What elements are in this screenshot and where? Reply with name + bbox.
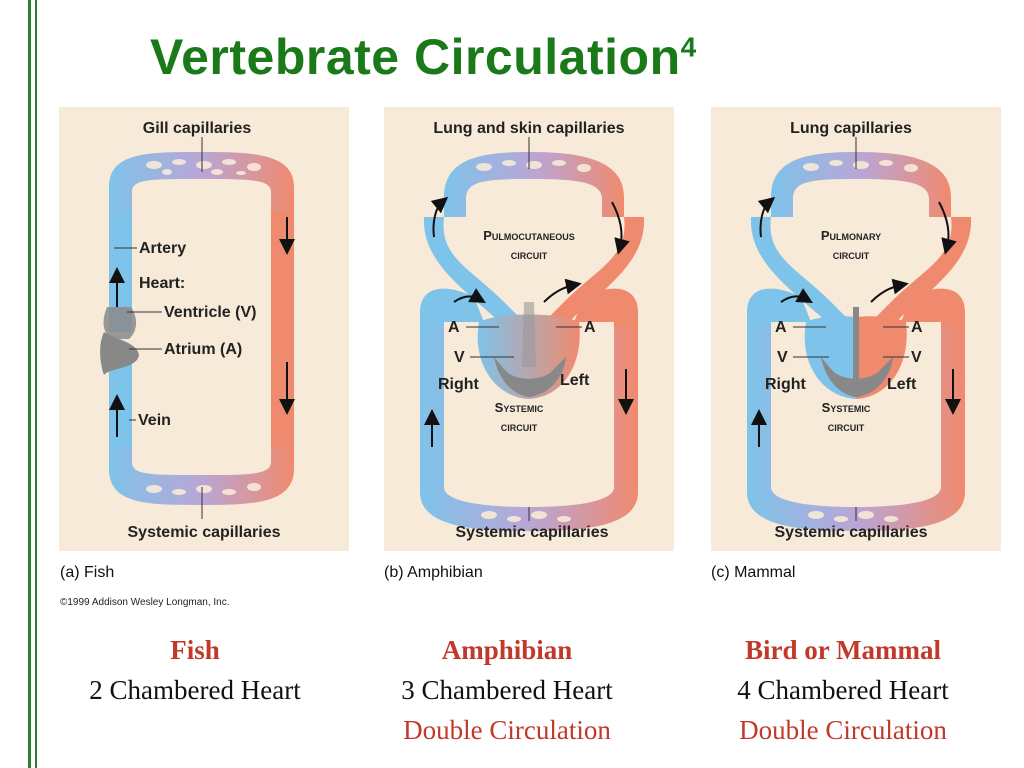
- label-heart: Heart:: [139, 275, 185, 292]
- label-left: Left: [887, 376, 917, 393]
- caption-amphibian-circulation: Double Circulation: [403, 715, 611, 745]
- label-circuit-bottom: circuit: [501, 419, 538, 434]
- label-circuit-top: circuit: [833, 247, 870, 262]
- label-artery: Artery: [139, 240, 186, 257]
- label-right: Right: [765, 376, 807, 393]
- label-systemic: Systemic: [495, 400, 544, 415]
- pulmocutaneous-artery: [549, 217, 645, 329]
- label-systemic-capillaries: Systemic capillaries: [128, 524, 281, 541]
- pulmonary-vein: [750, 217, 846, 329]
- left-border-line-outer: [28, 0, 31, 768]
- panel-label-fish: (a) Fish: [60, 564, 115, 581]
- label-atrium: Atrium (A): [164, 341, 242, 358]
- label-right: Right: [438, 376, 480, 393]
- pulmocutaneous-vein: [423, 217, 519, 329]
- label-circuit-bottom: circuit: [828, 419, 865, 434]
- caption-fish-name: Fish: [170, 635, 220, 665]
- label-atrium-right-side: A: [911, 319, 923, 336]
- label-ventricle-right-side: V: [911, 349, 922, 366]
- caption-mammal: Bird or Mammal 4 Chambered Heart Double …: [688, 630, 998, 750]
- label-atrium-left-side: A: [775, 319, 787, 336]
- caption-fish: Fish 2 Chambered Heart: [40, 630, 350, 710]
- left-border-line-inner: [35, 0, 37, 768]
- systemic-loop: [420, 322, 638, 531]
- panel-mammal: Lung capillaries Pulmonary circuit A A V…: [711, 107, 1001, 551]
- label-pulmonary: Pulmonary: [821, 228, 881, 243]
- label-ventricle-left-side: V: [777, 349, 788, 366]
- label-ventricle: V: [454, 349, 465, 366]
- label-lung-skin-capillaries: Lung and skin capillaries: [433, 120, 624, 137]
- caption-amphibian-heart: 3 Chambered Heart: [401, 675, 613, 705]
- panel-label-amphibian: (b) Amphibian: [384, 564, 483, 581]
- panel-amphibian: Lung and skin capillaries Pulmocutaneous…: [384, 107, 674, 551]
- label-left: Left: [560, 372, 590, 389]
- systemic-artery-vessel: [271, 212, 294, 452]
- caption-mammal-circulation: Double Circulation: [739, 715, 947, 745]
- caption-amphibian: Amphibian 3 Chambered Heart Double Circu…: [352, 630, 662, 750]
- copyright-notice: ©1999 Addison Wesley Longman, Inc.: [60, 597, 230, 608]
- caption-fish-heart: 2 Chambered Heart: [89, 675, 301, 705]
- fish-heart: [100, 332, 139, 375]
- label-systemic: Systemic: [822, 400, 871, 415]
- title-superscript: 4: [680, 31, 697, 63]
- label-vein: Vein: [138, 412, 171, 429]
- label-atrium-left-side: A: [448, 319, 460, 336]
- label-ventricle: Ventricle (V): [164, 304, 256, 321]
- label-circuit-top: circuit: [511, 247, 548, 262]
- caption-mammal-heart: 4 Chambered Heart: [737, 675, 949, 705]
- panel-fish: Gill capillaries Artery Heart: Ventricle…: [59, 107, 349, 551]
- systemic-loop: [747, 322, 965, 531]
- label-atrium-right-side: A: [584, 319, 596, 336]
- caption-amphibian-name: Amphibian: [441, 635, 573, 665]
- label-gill-capillaries: Gill capillaries: [143, 120, 252, 137]
- panel-label-mammal: (c) Mammal: [711, 564, 796, 581]
- label-systemic-capillaries: Systemic capillaries: [456, 524, 609, 541]
- label-lung-capillaries: Lung capillaries: [790, 120, 912, 137]
- label-systemic-capillaries: Systemic capillaries: [775, 524, 928, 541]
- capillary-network-top: [146, 159, 261, 175]
- vein-vessel: [109, 362, 132, 447]
- pulmonary-artery: [876, 217, 972, 329]
- caption-mammal-name: Bird or Mammal: [745, 635, 941, 665]
- page-title: Vertebrate Circulation4: [150, 29, 697, 85]
- label-pulmocutaneous: Pulmocutaneous: [483, 228, 575, 243]
